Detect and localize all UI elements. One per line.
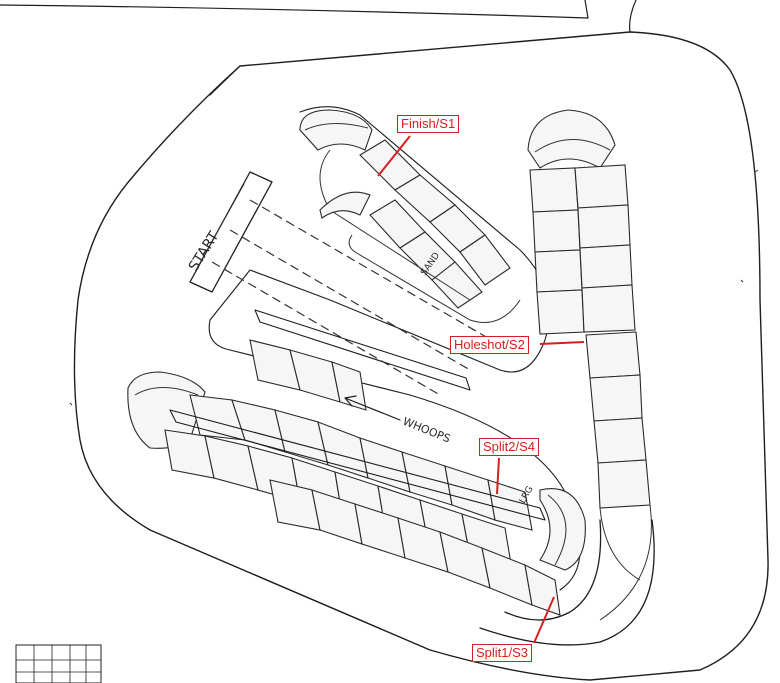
bottom-right-corner (504, 519, 602, 621)
whoops-arrow-line (344, 397, 401, 421)
split2-marker-label: Split2/S4 (479, 438, 540, 456)
split-berm (539, 488, 586, 571)
scan-speck (69, 402, 73, 406)
sand-section (319, 139, 521, 323)
start-label: START (186, 229, 223, 274)
upper-berm (299, 109, 373, 151)
right-rhythm-section (529, 164, 652, 621)
holeshot-marker-label: Holeshot/S2 (450, 336, 529, 354)
outer-boundary (73, 31, 769, 681)
title-block (15, 644, 102, 683)
upper-divider (254, 309, 471, 391)
holeshot-marker-line (539, 341, 585, 345)
finish-marker-line (377, 135, 411, 177)
top-right-fence-line (629, 0, 637, 33)
whoops-arrow-head (344, 395, 357, 407)
upper-berm-arc (304, 122, 369, 131)
start-straight-guide-2 (249, 199, 501, 346)
right-top-berm-arc (534, 139, 611, 153)
start-gate-inner (195, 183, 245, 271)
bottom-right-corner-outer (479, 519, 655, 646)
finish-marker-label: Finish/S1 (397, 115, 460, 133)
split-berm-arc (547, 494, 567, 566)
top-boundary-line (0, 4, 589, 19)
split1-marker-label: Split1/S3 (472, 644, 533, 662)
left-boundary-stub (209, 65, 241, 96)
lrg-label: LRG (518, 485, 536, 506)
left-berm-arc (134, 387, 199, 396)
split1-marker-line (533, 596, 555, 644)
split2-marker-line (496, 457, 500, 495)
start-straight-guide-3 (211, 261, 441, 396)
whoops-label: WHOOPS (401, 415, 452, 446)
scan-speck (754, 169, 759, 173)
whoops-section (164, 339, 561, 616)
top-right-boundary-line (584, 0, 589, 19)
start-straight-guide-1 (229, 229, 471, 371)
whoops-divider (169, 409, 546, 521)
scan-speck (740, 279, 744, 283)
